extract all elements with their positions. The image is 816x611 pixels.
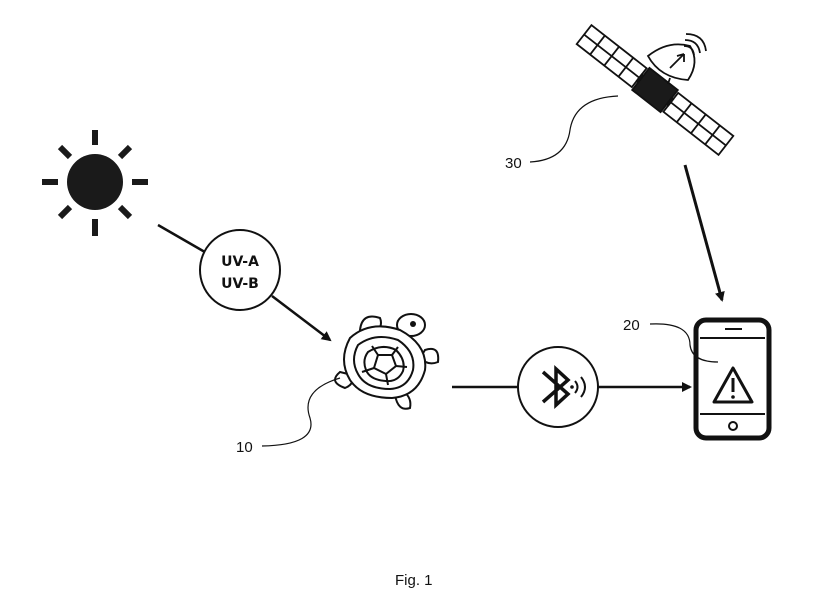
ref-10-leader bbox=[261, 377, 341, 447]
uv-ray-line bbox=[157, 223, 211, 257]
uv-b-label: UV-B bbox=[221, 276, 259, 292]
uv-arrow bbox=[271, 295, 332, 342]
satellite-arrow bbox=[683, 164, 725, 302]
turtle-device-icon bbox=[334, 313, 440, 410]
ref-20-label: 20 bbox=[623, 317, 640, 334]
ref-20-leader bbox=[649, 323, 719, 363]
ref-10-label: 10 bbox=[236, 439, 253, 456]
warning-icon bbox=[712, 366, 754, 404]
sun-icon bbox=[42, 130, 148, 236]
uv-label-circle: UV-A UV-B bbox=[199, 229, 281, 311]
satellite-icon bbox=[575, 23, 735, 157]
bluetooth-icon bbox=[517, 346, 599, 428]
figure-caption: Fig. 1 bbox=[395, 572, 433, 589]
ref-30-leader bbox=[529, 95, 619, 163]
ref-30-label: 30 bbox=[505, 155, 522, 172]
uv-a-label: UV-A bbox=[221, 254, 259, 270]
